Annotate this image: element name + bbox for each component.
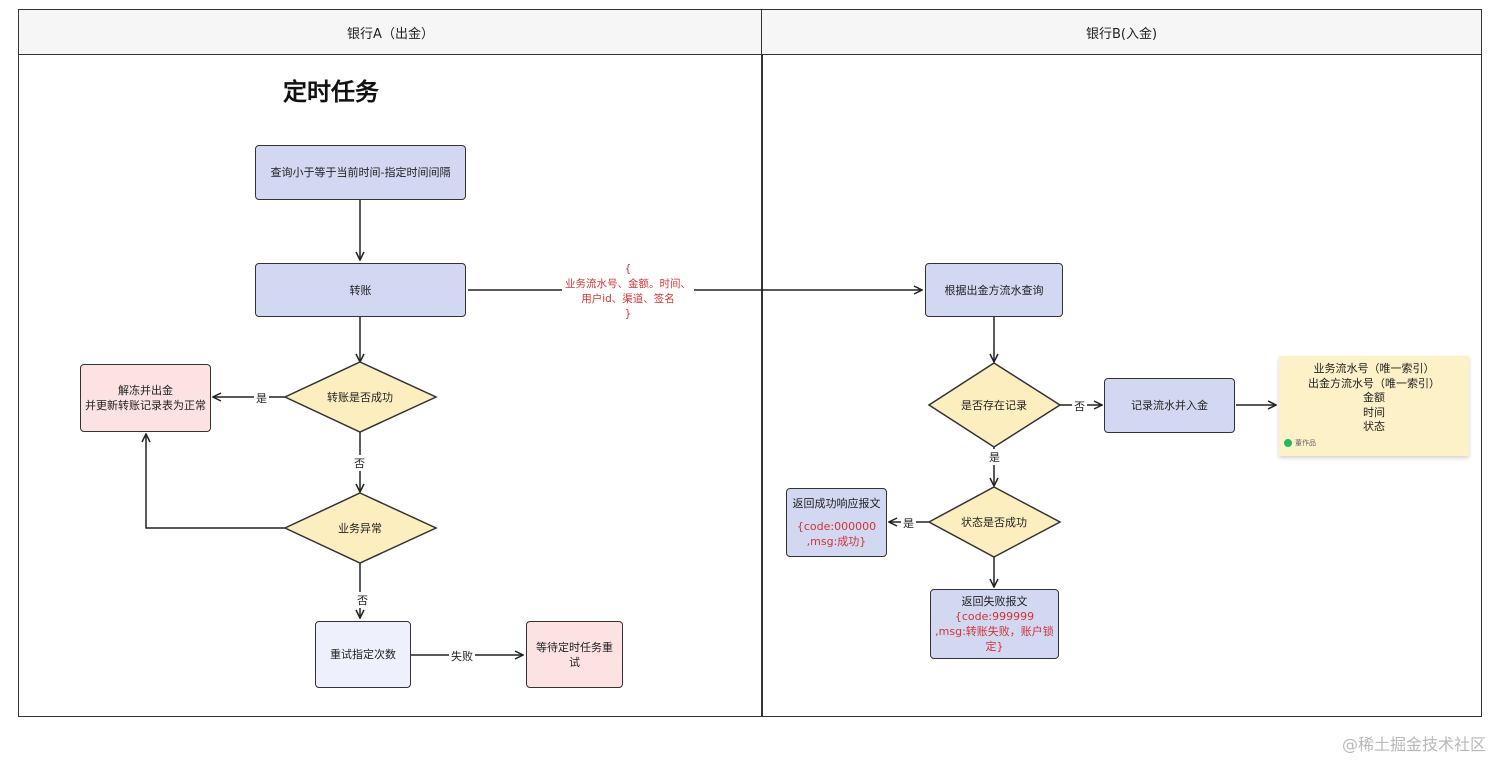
watermark: @稀土掘金技术社区 — [1341, 735, 1486, 754]
lane-bank-a: 银行A（出金） — [18, 9, 763, 717]
node-transfer[interactable]: 转账 — [255, 263, 466, 317]
node-retry[interactable]: 重试指定次数 — [315, 621, 411, 688]
node-record-deposit[interactable]: 记录流水并入金 — [1104, 378, 1235, 433]
edge-label-yes-unfreeze: 是 — [254, 390, 269, 406]
node-retry-label: 重试指定次数 — [330, 648, 396, 661]
edge-label-yes-return: 是 — [901, 515, 916, 531]
node-return-success-code: {code:000000 — [796, 520, 877, 533]
node-query-by-id[interactable]: 根据出金方流水查询 — [925, 263, 1063, 317]
node-query-label: 查询小于等于当前时间-指定时间间隔 — [270, 166, 451, 179]
node-return-fail-msg: ,msg:转账失败，账户锁定} — [935, 625, 1054, 653]
node-record-deposit-label: 记录流水并入金 — [1131, 399, 1208, 412]
node-unfreeze[interactable]: 解冻并出金 并更新转账记录表为正常 — [80, 364, 211, 432]
node-query-by-id-label: 根据出金方流水查询 — [944, 283, 1044, 297]
edge-label-fail: 失败 — [449, 648, 475, 664]
edge-business-unfreeze — [146, 434, 285, 529]
note-line3: 金额 — [1363, 391, 1385, 404]
lane-bank-b: 银行B(入金) — [761, 9, 1482, 717]
edge-label-no-business: 否 — [352, 455, 367, 471]
node-wait-retry-label: 等待定时任务重试 — [536, 640, 613, 669]
edge-label-no-retry: 否 — [355, 592, 370, 608]
diamond-status-success — [927, 486, 1062, 558]
note-line5: 状态 — [1363, 420, 1385, 433]
note-author-name: 董作品 — [1295, 438, 1316, 447]
note-line4: 时间 — [1363, 405, 1385, 419]
transfer-payload: { 业务流水号、金额。时间、 用户id、渠道、签名 } — [562, 262, 694, 322]
edge-label-no-record: 否 — [1072, 398, 1087, 414]
payload-line1: 业务流水号、金额。时间、 — [565, 278, 691, 290]
diamond-transfer-success-label: 转账是否成功 — [327, 391, 393, 404]
note-line1: 业务流水号（唯一索引） — [1313, 362, 1435, 375]
node-unfreeze-line2: 并更新转账记录表为正常 — [85, 399, 206, 412]
diamond-record-exists-label: 是否存在记录 — [961, 399, 1027, 412]
node-wait-retry[interactable]: 等待定时任务重试 — [526, 621, 623, 688]
node-query[interactable]: 查询小于等于当前时间-指定时间间隔 — [255, 145, 466, 200]
diamond-record-exists — [927, 362, 1062, 448]
diamond-transfer-success — [283, 361, 438, 433]
lane-bank-a-header: 银行A（出金） — [19, 10, 762, 55]
edge-label-yes-status: 是 — [987, 449, 1002, 465]
sticky-note-fields[interactable]: 业务流水号（唯一索引） 出金方流水号（唯一索引） 金额 时间 状态 董作品 — [1279, 356, 1469, 456]
lane-bank-b-header: 银行B(入金) — [762, 10, 1481, 55]
author-avatar-icon — [1284, 438, 1292, 447]
diagram-title: 定时任务 — [283, 78, 379, 106]
node-return-fail[interactable]: 返回失败报文 {code:999999 ,msg:转账失败，账户锁定} — [930, 589, 1059, 659]
node-return-success-msg: ,msg:成功} — [806, 535, 867, 548]
node-return-fail-code: {code:999999 — [954, 610, 1035, 623]
payload-close: } — [624, 308, 632, 320]
note-line2: 出金方流水号（唯一索引） — [1308, 376, 1440, 390]
node-return-success-title: 返回成功响应报文 — [792, 497, 881, 510]
payload-line2: 用户id、渠道、签名 — [581, 293, 675, 305]
node-return-success[interactable]: 返回成功响应报文 {code:000000 ,msg:成功} — [786, 488, 887, 557]
diamond-business-error — [283, 492, 438, 564]
node-return-fail-title: 返回失败报文 — [961, 595, 1028, 608]
payload-open: { — [624, 263, 632, 275]
node-unfreeze-line1: 解冻并出金 — [118, 384, 173, 397]
node-transfer-label: 转账 — [349, 283, 372, 297]
note-author: 董作品 — [1284, 436, 1316, 451]
diamond-business-error-label: 业务异常 — [338, 522, 382, 535]
diamond-status-success-label: 状态是否成功 — [961, 516, 1027, 529]
